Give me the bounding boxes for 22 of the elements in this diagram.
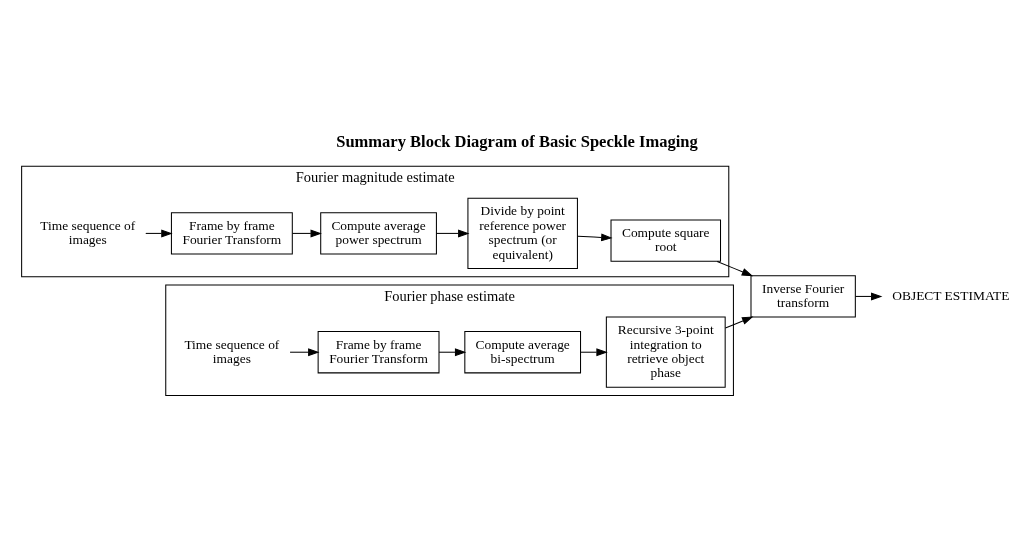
node-box: Frame by frame Fourier Transform bbox=[317, 331, 440, 374]
node-box: Divide by point reference power spectrum (or equivalent) bbox=[467, 197, 578, 270]
arrow bbox=[855, 292, 883, 301]
node-box: Inverse Fourier transform bbox=[750, 275, 856, 318]
arrow bbox=[292, 229, 322, 238]
node-box: Compute average bi-spectrum bbox=[464, 331, 582, 374]
arrow bbox=[145, 229, 173, 238]
arrow bbox=[724, 316, 754, 329]
arrow bbox=[580, 348, 608, 357]
node-box: Frame by frame Fourier Transform bbox=[170, 212, 293, 255]
node-text: Time sequence of images bbox=[184, 336, 280, 366]
arrow bbox=[436, 229, 470, 238]
arrow bbox=[577, 233, 613, 242]
arrow bbox=[289, 348, 320, 357]
arrow bbox=[438, 348, 467, 357]
node-box: Compute average power spectrum bbox=[320, 212, 437, 255]
node-box: Compute square root bbox=[610, 219, 722, 262]
diagram-title: Summary Block Diagram of Basic Speckle Imaging bbox=[336, 132, 698, 152]
arrow bbox=[716, 260, 754, 277]
node-text: Time sequence of images bbox=[40, 217, 136, 248]
node-text: OBJECT ESTIMATE bbox=[892, 287, 1010, 303]
node-box: Recursive 3-point integration to retrieve object phase bbox=[605, 316, 726, 388]
